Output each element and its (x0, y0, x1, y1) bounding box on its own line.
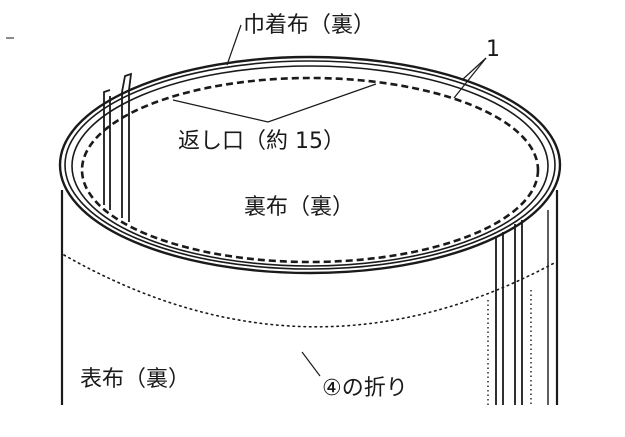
label-return-opening: 返し口（約 15） (178, 129, 345, 154)
label-outer-fabric: 表布（裏） (80, 367, 190, 392)
rim-ellipse-3 (71, 65, 549, 267)
stitch-dashed-ellipse (80, 76, 540, 264)
rim-ellipse-2 (64, 60, 556, 270)
leader-number-1-a (461, 57, 487, 81)
label-number-1: 1 (486, 37, 500, 62)
label-lining-drawstring: 巾着布（裏） (243, 13, 375, 38)
leader-number-1-b (453, 57, 487, 99)
leader-lining-drawstring (226, 24, 242, 66)
left-seam-tab (103, 72, 133, 98)
label-fold-line: ④の折り (322, 376, 408, 401)
label-lining-fabric: 裏布（裏） (244, 195, 354, 220)
leader-fold (301, 351, 321, 377)
fold-dotted-line (63, 254, 557, 328)
leader-return-opening (172, 83, 377, 123)
rim-outer-ellipse (58, 55, 562, 275)
